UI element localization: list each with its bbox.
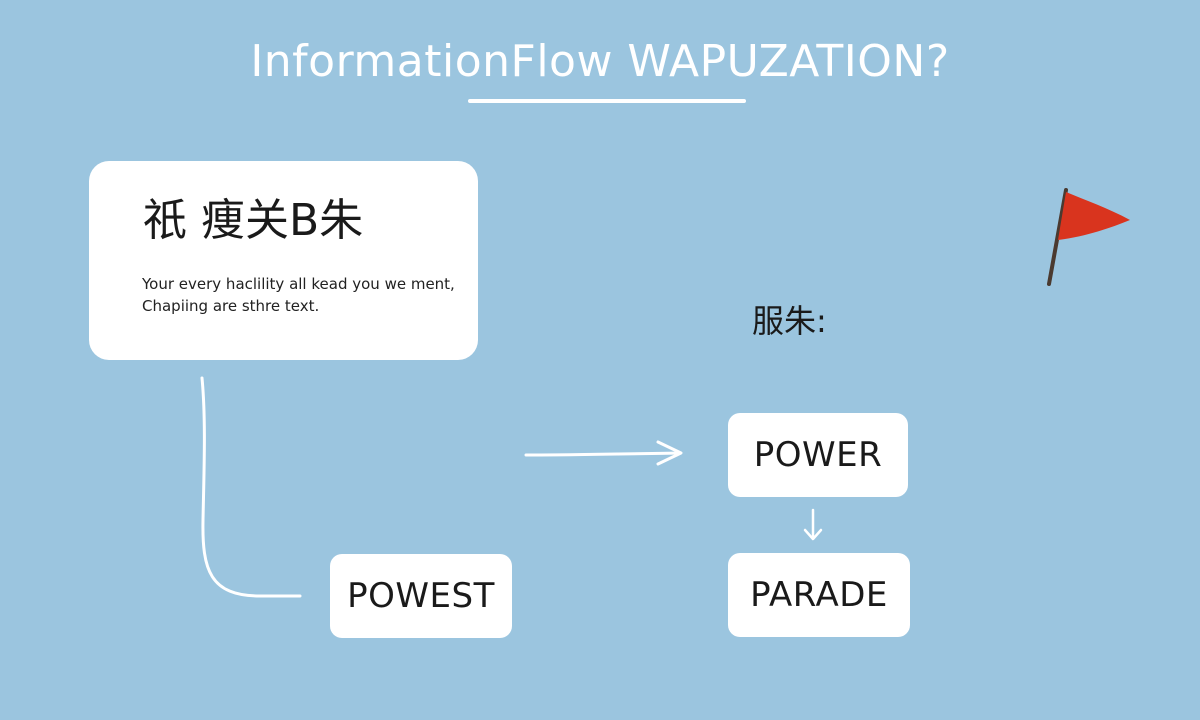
red-flag-icon: [1047, 188, 1130, 286]
right-arrow-icon: [524, 440, 683, 466]
card-body: Your every haclility all kead you we men…: [142, 273, 472, 317]
info-card: 祇 痩关B朱 Your every haclility all kead you…: [89, 161, 478, 360]
down-arrow-icon: [803, 508, 823, 541]
side-label: 服朱:: [752, 302, 827, 340]
title-underline: [468, 99, 746, 103]
node-powest: POWEST: [330, 554, 512, 638]
card-to-powest-line: [200, 376, 302, 598]
card-body-line-1: Your every haclility all kead you we men…: [142, 275, 455, 293]
card-heading: 祇 痩关B朱: [143, 195, 364, 246]
card-body-line-2: Chapiing are sthre text.: [142, 297, 320, 315]
diagram-title: InformationFlow WAPUZATION?: [250, 36, 950, 87]
node-parade: PARADE: [728, 553, 910, 637]
node-power: POWER: [728, 413, 908, 497]
